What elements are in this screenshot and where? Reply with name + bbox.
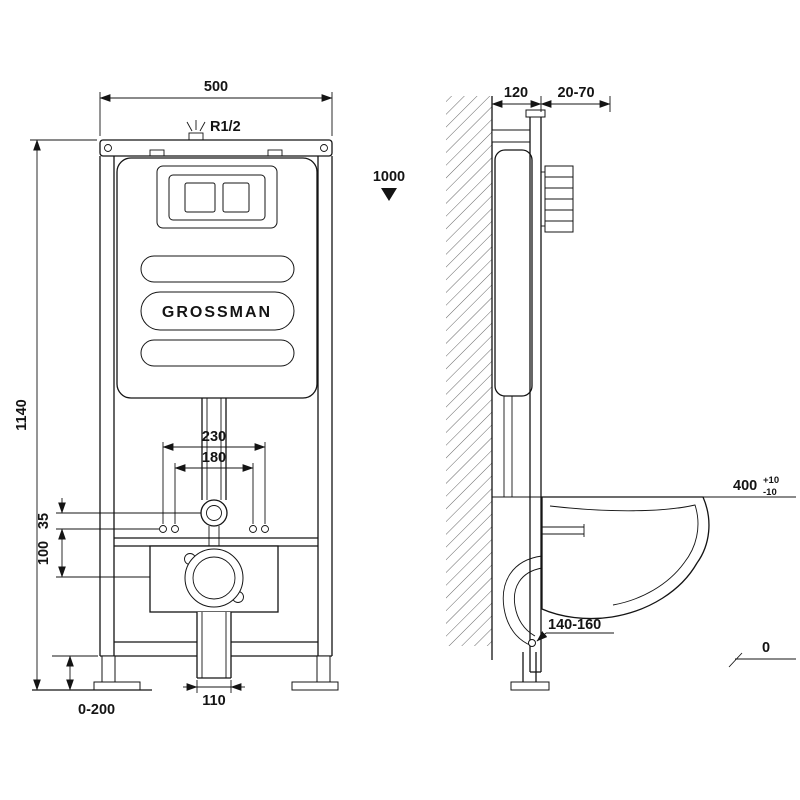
fixing-bolt-icon — [261, 525, 269, 533]
dim-width-label: 500 — [204, 79, 228, 95]
dim-fixing-inner-label: 180 — [202, 450, 226, 466]
dim-height-label: 1140 — [14, 399, 30, 430]
floor-level-label: 0 — [762, 640, 770, 656]
dim-outlet-110: 110 — [183, 680, 245, 709]
foot-side — [510, 652, 550, 691]
inlet-connection: R1/2 — [186, 119, 241, 141]
level-marker-icon — [381, 188, 397, 201]
dim-outlet-height-label: 140-160 — [548, 617, 601, 633]
fixing-bolt-icon — [171, 525, 179, 533]
waste-outlet — [184, 548, 244, 608]
dim-offset-35-label: 35 — [36, 513, 52, 529]
dim-rim-height-label: 400 — [733, 478, 757, 494]
dim-height-1140: 1140 — [14, 139, 97, 691]
cistern-side — [494, 149, 533, 397]
dim-fixing-230: 230 — [162, 429, 266, 524]
flush-level-marker: 1000 — [373, 169, 405, 201]
frame-side — [491, 109, 546, 673]
tank-slot — [140, 255, 295, 283]
corner-screw-icon — [104, 144, 112, 152]
tank-slot — [140, 339, 295, 367]
pipe-elbow — [200, 499, 228, 527]
flush-height-label: 1000 — [373, 169, 405, 185]
dim-wall-offset-label: 20-70 — [557, 85, 594, 101]
dim-offset-100: 100 — [36, 528, 150, 578]
dim-depth-label: 120 — [504, 85, 528, 101]
wall-hatch — [446, 96, 492, 646]
bowl-outline — [541, 496, 710, 620]
toilet-bowl-side — [492, 496, 710, 620]
waste-bend-side — [502, 555, 543, 647]
wall-section — [446, 96, 493, 660]
bowl-inner-rim — [549, 504, 699, 606]
cistern-front: GROSSMAN — [116, 157, 318, 399]
dim-fixing-180: 180 — [174, 450, 254, 524]
wall-bracket — [491, 129, 531, 143]
front-view: GROSSMAN — [14, 79, 405, 718]
dim-feet-range: 0-200 — [52, 655, 115, 718]
flush-plate-side — [541, 165, 574, 233]
corner-screw-icon — [320, 144, 328, 152]
dim-width-500: 500 — [99, 79, 333, 136]
fixing-bolts-front — [159, 525, 269, 533]
side-view: 120 20-70 400 +10 -10 140-160 0 — [446, 85, 796, 691]
flush-pipe-front — [200, 398, 228, 546]
rim-tolerance-plus: +10 — [763, 475, 779, 486]
dim-wall-offset: 20-70 — [540, 85, 611, 112]
dim-outlet-height: 140-160 — [528, 617, 614, 647]
dim-offset-35: 35 — [36, 498, 201, 530]
flush-plate — [168, 174, 266, 221]
fixing-bolt-icon — [249, 525, 257, 533]
floor-bolt-icon — [528, 639, 536, 647]
flush-button-small — [222, 182, 250, 213]
feet-front — [93, 655, 339, 691]
brand-logo: GROSSMAN — [162, 304, 272, 321]
waste-assembly-front — [149, 545, 279, 679]
dim-depth-120: 120 — [491, 85, 542, 112]
fixing-bolt-icon — [159, 525, 167, 533]
dim-rim-height: 400 +10 -10 — [703, 475, 796, 498]
water-inlet-icon — [186, 121, 193, 132]
floor-level: 0 — [728, 640, 796, 668]
dim-fixing-outer-label: 230 — [202, 429, 226, 445]
rim-tolerance-minus: -10 — [763, 487, 777, 498]
dim-outlet-label: 110 — [202, 693, 225, 709]
flush-button-large — [184, 182, 216, 213]
brand-band — [140, 291, 295, 331]
dim-offset-100-label: 100 — [36, 541, 52, 565]
feet-range-label: 0-200 — [78, 702, 115, 718]
inlet-label: R1/2 — [210, 119, 241, 135]
